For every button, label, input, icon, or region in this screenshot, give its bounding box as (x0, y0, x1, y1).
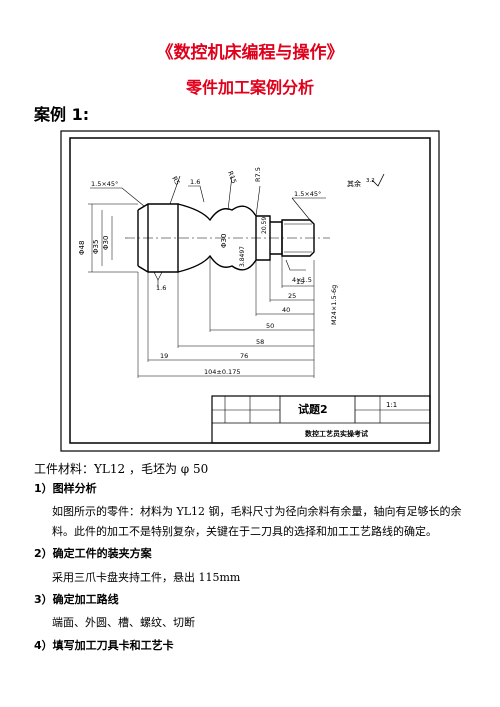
dim-dia-d: Φ30 (220, 234, 228, 248)
dim-val-3: 3.8497 (239, 246, 246, 267)
outer-frame (60, 130, 440, 452)
section-1-title: 1）图样分析 (34, 482, 97, 495)
dim-thread: M24×1.5-6g (330, 285, 338, 325)
lower-leaders (153, 259, 306, 288)
dim-radius-1: R5 (170, 175, 181, 186)
dim-length-58: 58 (256, 338, 264, 346)
section-1-body: 如图所示的零件：材料为 YL12 钢，毛料尺寸为径向余料有余量，轴向有足够长的余… (52, 505, 462, 538)
section-3-title: 3）确定加工路线 (34, 593, 119, 606)
roughness-all-value: 3.2 (366, 178, 375, 184)
title-block-caption: 数控工艺员实操考试 (305, 429, 368, 438)
title-block-scale: 1:1 (386, 401, 397, 409)
top-leaders (90, 173, 385, 221)
dim-length-19: 19 (160, 352, 168, 360)
dim-length-40: 40 (282, 306, 290, 314)
section-2-body: 采用三爪卡盘夹持工件，悬出 115mm (52, 571, 241, 584)
material-line: 工件材料：YL12 ，毛坯为 φ 50 (34, 462, 209, 476)
length-dimension-lines (137, 256, 315, 378)
dim-length-15: 15 (296, 278, 304, 286)
dim-dia-e: 20.59 (261, 217, 268, 234)
dim-roughness-2: 1.6 (156, 284, 166, 292)
dim-radius-2: R15 (226, 170, 238, 185)
section-4-title: 4）填写加工刀具卡和工艺卡 (34, 639, 174, 652)
dim-dia-b: Φ35 (92, 240, 100, 254)
engineering-drawing: 试题2 1:1 数控工艺员实操考试 Φ48 Φ35 Φ30 Φ30 20.59 … (60, 130, 440, 452)
dim-dia-a: Φ48 (78, 241, 86, 255)
dim-roughness-1: 1.6 (190, 178, 200, 186)
dim-chamfer-left: 1.5×45° (91, 180, 118, 188)
dim-length-50: 50 (266, 322, 274, 330)
dim-length-76: 76 (240, 352, 248, 360)
document-subtitle: 零件加工案例分析 (185, 78, 314, 97)
dim-radius-3: R7.5 (254, 167, 262, 182)
document-title: 《数控机床编程与操作》 (156, 43, 344, 63)
dim-chamfer-right: 1.5×45° (294, 190, 321, 198)
dim-length-25: 25 (288, 292, 296, 300)
dim-dia-c: Φ30 (102, 236, 110, 250)
roughness-all-label: 其余 (347, 179, 361, 188)
case-heading: 案例 1: (34, 105, 90, 124)
section-2-title: 2）确定工件的装夹方案 (34, 547, 152, 560)
title-block: 试题2 1:1 数控工艺员实操考试 (211, 395, 431, 444)
left-dimension-lines (88, 203, 138, 273)
title-block-name: 试题2 (298, 402, 328, 416)
dim-groove: 4×1.5 (292, 276, 312, 284)
dim-length-total: 104±0.175 (204, 368, 240, 376)
section-3-body: 端面、外圆、槽、螺纹、切断 (52, 616, 195, 629)
